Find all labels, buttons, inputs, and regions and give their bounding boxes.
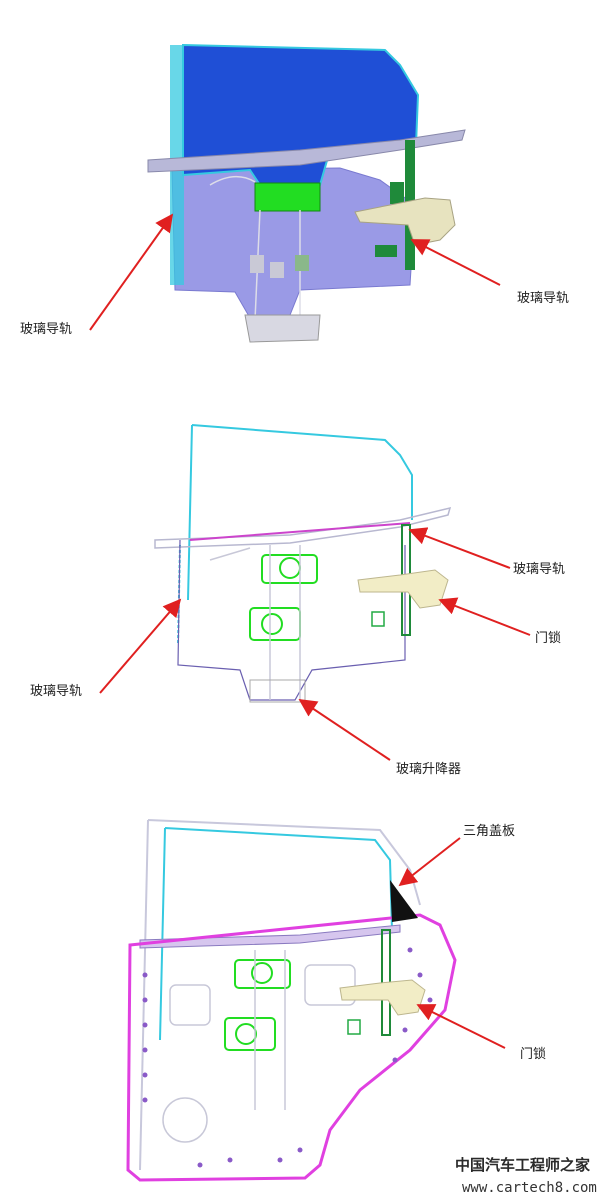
beltline-seal xyxy=(189,522,411,541)
beltline-beam xyxy=(139,924,401,949)
arrow-triangle-cover xyxy=(398,837,461,887)
pulley-block xyxy=(295,255,309,271)
panel-2-wireframe-door: 玻璃导轨 门锁 玻璃导轨 玻璃升降器 xyxy=(30,424,565,777)
regulator-motor xyxy=(254,182,321,212)
lower-regulator-bracket xyxy=(249,679,306,703)
beltline-beam xyxy=(154,506,452,549)
door-seal-outline xyxy=(126,913,457,1182)
label-rail-right: 玻璃导轨 xyxy=(513,562,565,577)
rail-bracket-lower xyxy=(375,245,397,257)
door-lock-assembly xyxy=(354,197,456,246)
arrow-lock xyxy=(438,597,531,636)
regulator-upper xyxy=(234,959,291,989)
arrow-rail-left xyxy=(99,598,182,694)
label-door-lock: 门锁 xyxy=(535,630,561,646)
label-door-lock-3: 门锁 xyxy=(520,1046,546,1062)
watermark-brand: 中国汽车工程师之家 xyxy=(455,1156,590,1174)
beltline-beam xyxy=(147,129,466,173)
rail-bracket xyxy=(390,182,404,204)
arrow-rail-right xyxy=(408,527,511,569)
arrow-left-rail xyxy=(89,213,174,331)
label-regulator: 玻璃升降器 xyxy=(396,762,461,777)
label-glass-rail-left: 玻璃导轨 xyxy=(20,322,72,337)
regulator-rails xyxy=(209,545,301,700)
rail-clip xyxy=(347,1019,361,1035)
door-outer-frame xyxy=(139,819,421,1171)
lower-regulator-bracket xyxy=(244,314,321,343)
arrow-door-lock xyxy=(416,1004,506,1049)
label-rail-left: 玻璃导轨 xyxy=(30,684,82,699)
triangle-cover-plate xyxy=(390,880,418,922)
door-inner-outline xyxy=(177,539,406,701)
arrow-regulator xyxy=(298,699,391,761)
watermark-url: www.cartech8.com xyxy=(462,1180,597,1196)
arrow-right-rail xyxy=(410,239,501,286)
watermark: 中国汽车工程师之家 www.cartech8.com xyxy=(455,1156,597,1196)
rail-clip xyxy=(371,611,385,627)
regulator-lower xyxy=(224,1017,276,1051)
label-glass-rail-right: 玻璃导轨 xyxy=(517,291,569,306)
pulley-block xyxy=(250,255,264,273)
fastener-holes xyxy=(142,947,433,1168)
regulator-lower xyxy=(249,607,301,641)
window-glass-outline xyxy=(187,424,413,601)
panel-3-assembled-door: 三角盖板 门锁 xyxy=(126,819,546,1182)
pulley-block xyxy=(270,262,284,278)
label-triangle-cover: 三角盖板 xyxy=(463,824,515,839)
regulator-rails xyxy=(162,950,356,1143)
panel-1-shaded-door: 玻璃导轨 玻璃导轨 xyxy=(20,43,569,343)
